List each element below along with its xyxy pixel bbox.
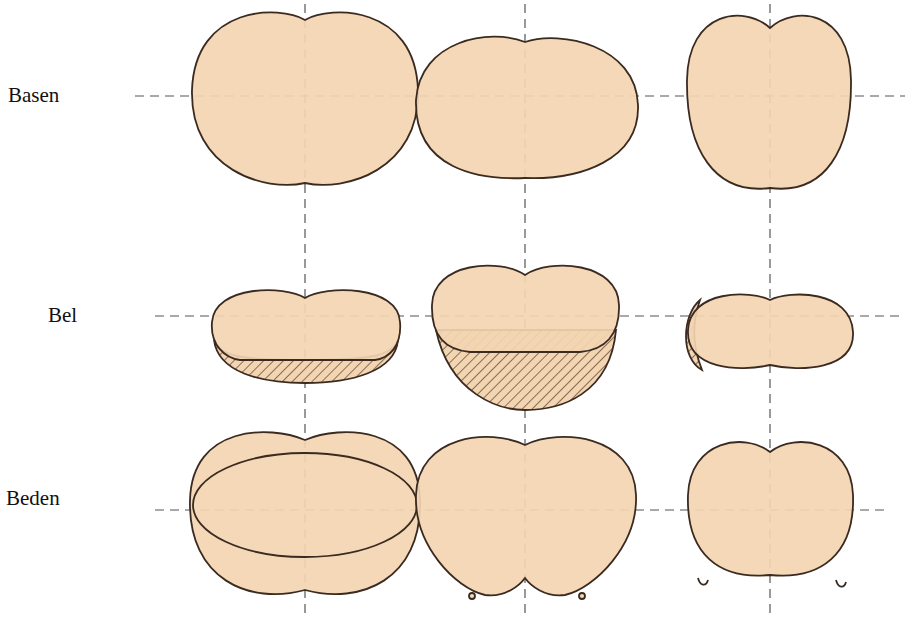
row-label: Beden (6, 486, 60, 511)
tooth-shapes (190, 12, 853, 599)
axis-lines (135, 4, 905, 615)
row-label: Basen (8, 83, 59, 108)
row-label: Bel (48, 303, 77, 328)
